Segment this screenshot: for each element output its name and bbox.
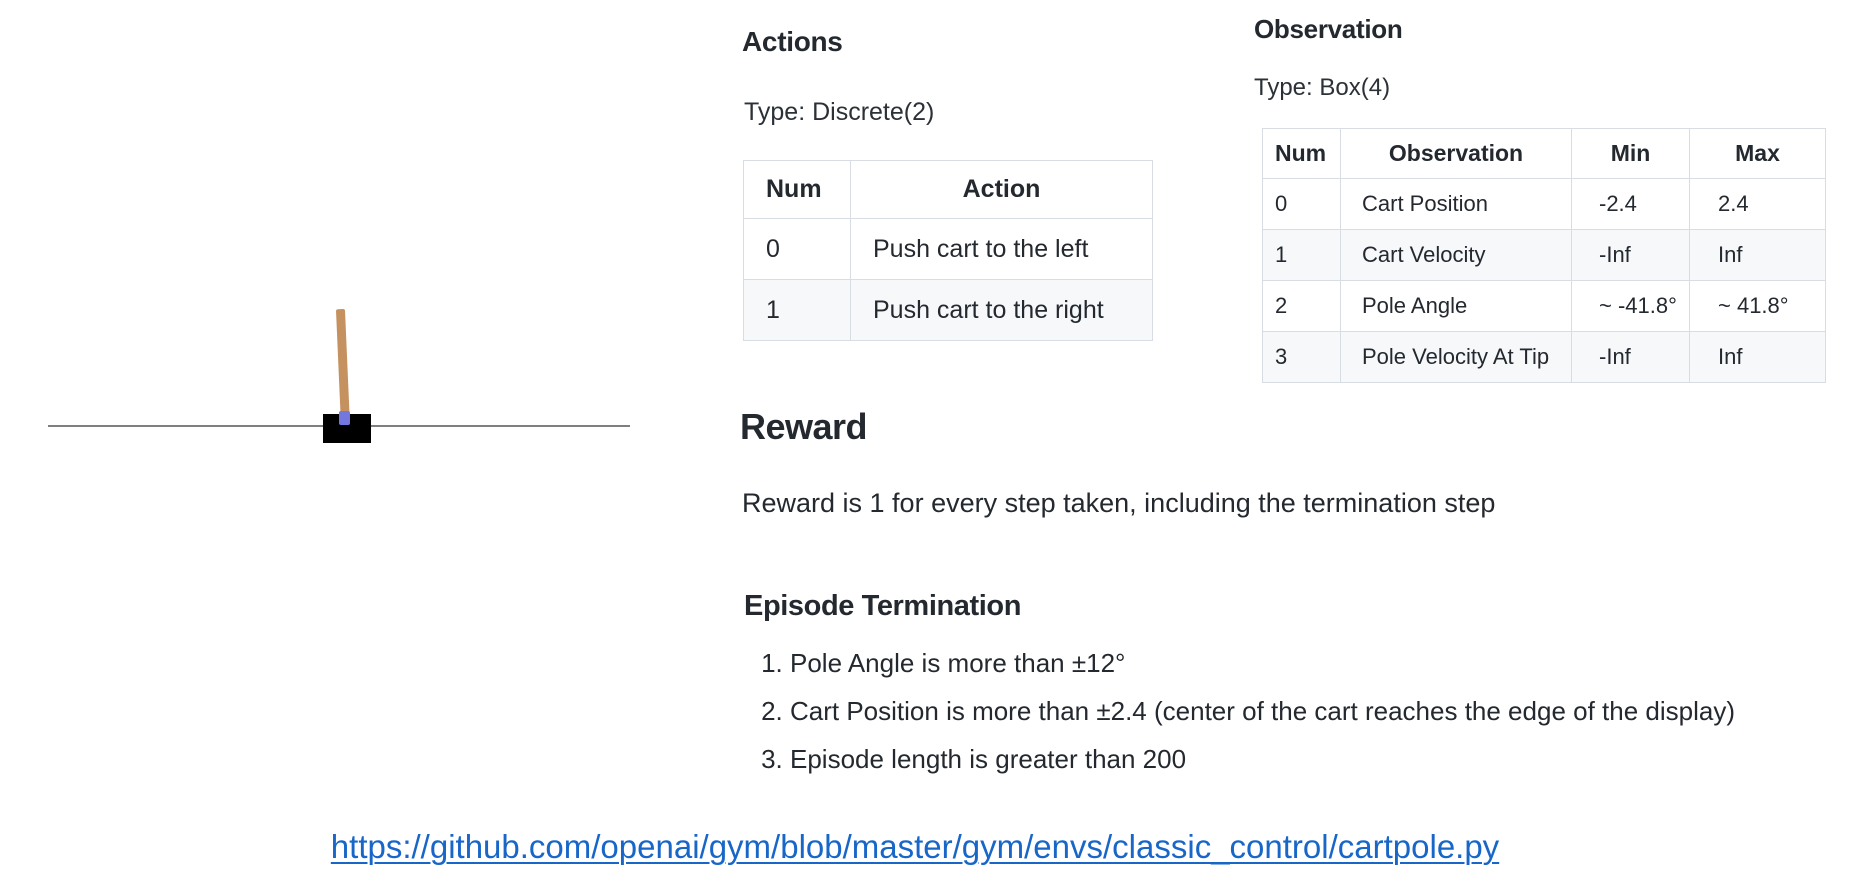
table-cell: 0 — [743, 218, 851, 280]
table-cell: ~ -41.8° — [1571, 280, 1690, 332]
table-cell: 1 — [743, 279, 851, 341]
table-cell: Push cart to the right — [850, 279, 1153, 341]
table-cell: ~ 41.8° — [1689, 280, 1826, 332]
observation-type-label: Type: Box(4) — [1254, 74, 1391, 101]
observation-table: Num Observation Min Max 0 Cart Position … — [1262, 128, 1826, 383]
list-item: Pole Angle is more than ±12° — [790, 646, 1735, 680]
table-cell: -Inf — [1571, 229, 1690, 281]
table-row: 1 Push cart to the right — [743, 279, 1153, 341]
table-header-row: Num Action — [743, 160, 1153, 219]
actions-heading: Actions — [742, 26, 843, 57]
source-link-container: https://github.com/openai/gym/blob/maste… — [0, 828, 1830, 866]
table-row: 3 Pole Velocity At Tip -Inf Inf — [1262, 331, 1826, 383]
episode-termination-list: Pole Angle is more than ±12° Cart Positi… — [756, 646, 1735, 790]
reward-heading: Reward — [740, 406, 868, 447]
axle — [339, 411, 350, 425]
table-header-cell: Num — [1262, 128, 1341, 179]
table-cell: -2.4 — [1571, 178, 1690, 230]
table-cell: 2 — [1262, 280, 1341, 332]
table-header-cell: Max — [1689, 128, 1826, 179]
table-cell: Cart Position — [1340, 178, 1572, 230]
table-header-cell: Observation — [1340, 128, 1572, 179]
list-item: Cart Position is more than ±2.4 (center … — [790, 694, 1735, 728]
table-cell: Inf — [1689, 331, 1826, 383]
table-cell: 2.4 — [1689, 178, 1826, 230]
table-cell: Push cart to the left — [850, 218, 1153, 280]
actions-table: Num Action 0 Push cart to the left 1 Pus… — [743, 160, 1153, 341]
actions-type-label: Type: Discrete(2) — [744, 98, 935, 126]
table-cell: Pole Velocity At Tip — [1340, 331, 1572, 383]
table-cell: Pole Angle — [1340, 280, 1572, 332]
list-item: Episode length is greater than 200 — [790, 742, 1735, 776]
table-row: 2 Pole Angle ~ -41.8° ~ 41.8° — [1262, 280, 1826, 332]
table-cell: Cart Velocity — [1340, 229, 1572, 281]
table-cell: Inf — [1689, 229, 1826, 281]
table-cell: -Inf — [1571, 331, 1690, 383]
pole — [335, 308, 350, 426]
table-header-cell: Action — [850, 160, 1153, 219]
table-row: 1 Cart Velocity -Inf Inf — [1262, 229, 1826, 281]
table-cell: 0 — [1262, 178, 1341, 230]
reward-text: Reward is 1 for every step taken, includ… — [742, 488, 1496, 518]
source-link[interactable]: https://github.com/openai/gym/blob/maste… — [330, 828, 1500, 865]
episode-termination-heading: Episode Termination — [744, 590, 1022, 622]
table-row: 0 Cart Position -2.4 2.4 — [1262, 178, 1826, 230]
table-header-row: Num Observation Min Max — [1262, 128, 1826, 179]
observation-heading: Observation — [1254, 14, 1403, 44]
table-cell: 1 — [1262, 229, 1341, 281]
table-cell: 3 — [1262, 331, 1341, 383]
table-header-cell: Num — [743, 160, 851, 219]
table-row: 0 Push cart to the left — [743, 218, 1153, 280]
table-header-cell: Min — [1571, 128, 1690, 179]
